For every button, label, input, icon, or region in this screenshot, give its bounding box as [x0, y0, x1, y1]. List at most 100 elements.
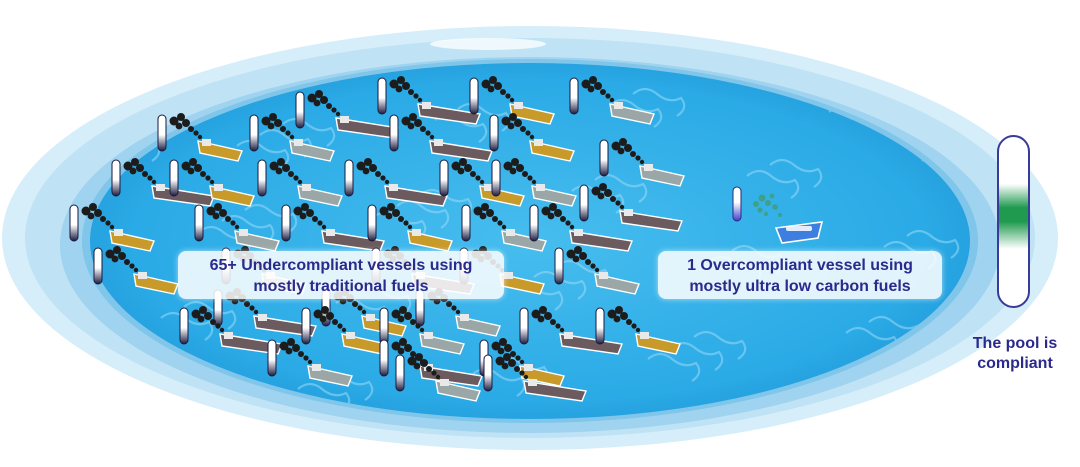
vessel-group [377, 76, 481, 125]
smoke-icon [541, 203, 575, 230]
ship-icon [523, 380, 587, 402]
smoke-icon [169, 113, 203, 140]
mini-gauge-icon [461, 204, 471, 242]
mini-gauge-icon [491, 159, 501, 197]
ship-bridge [214, 184, 223, 191]
mini-gauge-icon [69, 204, 79, 242]
ship-bridge [434, 139, 443, 146]
pool-status-line-1: The pool is [972, 335, 1058, 352]
mini-gauge-icon [569, 77, 579, 115]
ship-bridge [506, 229, 515, 236]
smoke-icon [123, 158, 157, 185]
vessel-group [257, 158, 343, 207]
mini-gauge-icon [169, 159, 179, 197]
mini-gauge-icon [281, 204, 291, 242]
smoke-icon [307, 90, 341, 117]
ripple [632, 87, 686, 117]
overcompliant-callout: 1 Overcompliant vessel using mostly ultr… [658, 251, 942, 299]
smoke-icon [451, 158, 485, 185]
compliance-gauge-icon [997, 135, 1030, 308]
ship-bridge [156, 184, 165, 191]
smoke-icon [481, 76, 515, 103]
mini-gauge-icon [267, 339, 277, 377]
ship-bridge [239, 229, 248, 236]
smoke-icon [607, 306, 641, 333]
vessel-group [529, 203, 633, 252]
mini-gauge-icon [529, 204, 539, 242]
ship-bridge [599, 272, 608, 279]
smoke-icon [391, 306, 425, 333]
ship-icon [417, 103, 481, 125]
ship-bridge [389, 184, 398, 191]
ship-bridge [422, 102, 431, 109]
mini-gauge-icon [194, 204, 204, 242]
ship-bridge [424, 332, 433, 339]
ripple [746, 169, 800, 199]
ship-bridge [366, 314, 375, 321]
ripple [906, 229, 960, 259]
smoke-icon [501, 113, 535, 140]
ship-bridge [224, 332, 233, 339]
smoke-icon [389, 76, 423, 103]
ripple [647, 352, 701, 382]
undercompliant-line-2: mostly traditional fuels [253, 278, 429, 295]
mini-gauge-icon [377, 77, 387, 115]
ship-bridge [340, 116, 349, 123]
smoke-icon [591, 183, 625, 210]
vessel-group [595, 306, 681, 355]
vessel-group [599, 138, 685, 187]
mini-gauge-icon [249, 114, 259, 152]
ripple [670, 341, 724, 371]
mini-gauge-icon [469, 77, 479, 115]
smoke-icon [206, 203, 240, 230]
smoke-icon [473, 203, 507, 230]
vessel-group [489, 113, 575, 162]
mini-gauge-icon [157, 114, 167, 152]
vessel-group [179, 306, 283, 355]
mini-gauge-icon [579, 184, 589, 222]
vessel-group [469, 76, 555, 125]
ripple [282, 117, 336, 147]
mini-gauge-icon [489, 114, 499, 152]
ripple [533, 270, 587, 300]
ship-bridge [536, 184, 545, 191]
smoke-icon [279, 338, 313, 365]
ripple [297, 382, 351, 412]
ship-bridge [528, 379, 537, 386]
ship-bridge [534, 139, 543, 146]
smoke-icon [356, 158, 390, 185]
ship-bridge [346, 332, 355, 339]
mini-gauge-icon [439, 159, 449, 197]
ship-bridge [312, 364, 321, 371]
mini-gauge-icon [554, 247, 564, 285]
vessel-group [194, 203, 280, 252]
vessel-group [579, 183, 683, 232]
mini-gauge-icon [379, 339, 389, 377]
ship-bridge [504, 272, 513, 279]
vessel-group [569, 76, 655, 125]
smoke-icon [407, 353, 441, 380]
ship-bridge [460, 314, 469, 321]
ship-bridge [624, 209, 633, 216]
mini-gauge-icon [367, 204, 377, 242]
vessel-group [367, 203, 453, 252]
pool-status: The pool is compliant [958, 334, 1072, 374]
ship-bridge [484, 184, 493, 191]
ship-bridge [574, 229, 583, 236]
smoke-icon [81, 203, 115, 230]
clean-emission-icon [753, 193, 782, 217]
ship-bridge [294, 139, 303, 146]
smoke-icon [566, 246, 600, 273]
mini-gauge-icon [295, 91, 305, 129]
ship-icon [384, 185, 448, 207]
mini-gauge-icon [93, 247, 103, 285]
ship-bridge [614, 102, 623, 109]
vessel-group [267, 338, 353, 387]
vessel-group [395, 353, 481, 402]
ship-bridge [524, 364, 533, 371]
smoke-icon [269, 158, 303, 185]
ship-bridge [412, 229, 421, 236]
vessel-group [169, 158, 255, 207]
smoke-icon [503, 158, 537, 185]
